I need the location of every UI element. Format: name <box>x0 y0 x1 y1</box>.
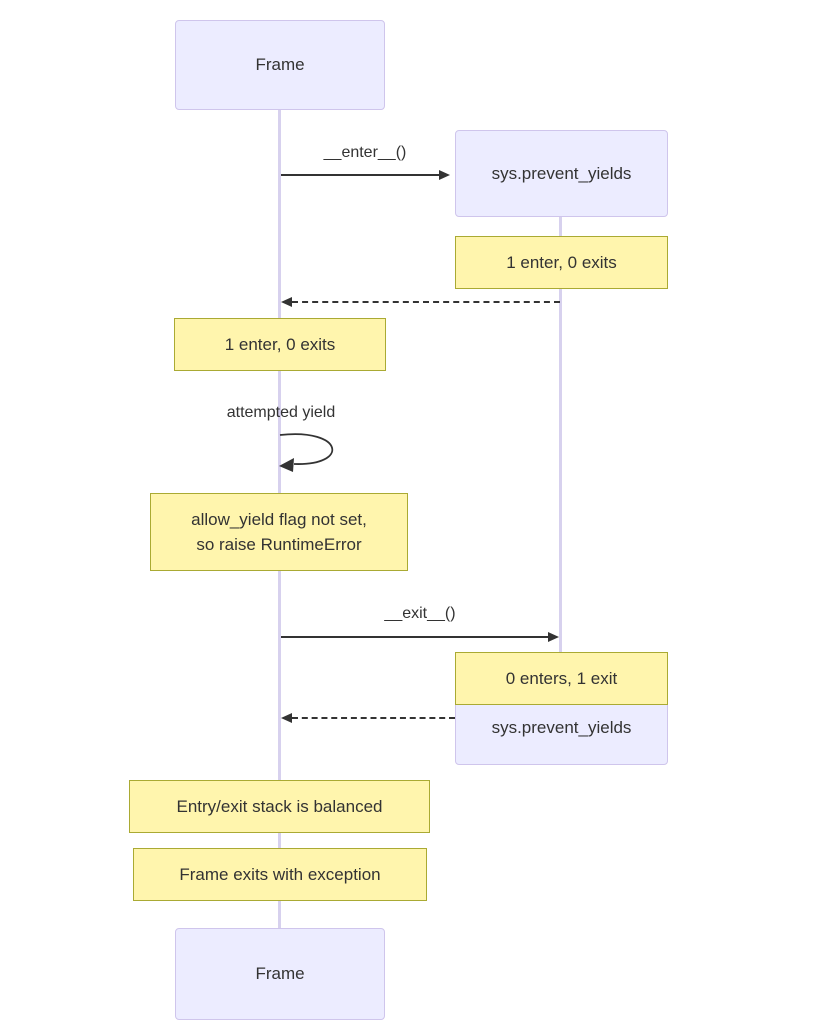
actor-frame-bottom-label: Frame <box>255 964 305 983</box>
message-enter-label: __enter__() <box>323 144 407 161</box>
actor-sys-top-label: sys.prevent_yields <box>491 163 632 183</box>
actor-frame-bottom: Frame <box>175 928 385 1020</box>
return-enter-arrowhead <box>281 297 292 307</box>
message-self-loop-arrow <box>279 433 334 472</box>
note-yield-error-line2: so raise RuntimeError <box>196 535 362 554</box>
message-exit-label: __exit__() <box>384 605 456 622</box>
note-yield-error-line1: allow_yield flag not set, <box>191 510 367 529</box>
actor-frame-top-label: Frame <box>255 55 305 74</box>
note-sys-after-exit: 0 enters, 1 exit <box>455 652 668 705</box>
return-enter-arrow-line <box>292 301 560 303</box>
return-exit-arrowhead <box>281 713 292 723</box>
note-sys-after-enter-text: 1 enter, 0 exits <box>506 253 617 272</box>
note-frame-exception: Frame exits with exception <box>133 848 427 901</box>
message-self-loop-label: attempted yield <box>226 404 336 421</box>
actor-sys-bottom-label: sys.prevent_yields <box>491 717 632 737</box>
return-exit-arrow-line <box>292 717 455 719</box>
note-stack-balanced: Entry/exit stack is balanced <box>129 780 430 833</box>
note-frame-exception-text: Frame exits with exception <box>179 865 381 884</box>
actor-frame-top: Frame <box>175 20 385 110</box>
note-sys-after-enter: 1 enter, 0 exits <box>455 236 668 289</box>
actor-sys-prevent-yields-top: sys.prevent_yields <box>455 130 668 217</box>
message-enter-arrowhead <box>439 170 450 180</box>
note-frame-after-enter: 1 enter, 0 exits <box>174 318 386 371</box>
note-yield-error: allow_yield flag not set, so raise Runti… <box>150 493 408 571</box>
self-loop-curve <box>279 433 334 465</box>
note-sys-after-exit-text: 0 enters, 1 exit <box>505 669 618 688</box>
message-exit-arrowhead <box>548 632 559 642</box>
self-loop-arrowhead <box>279 458 294 472</box>
note-frame-after-enter-text: 1 enter, 0 exits <box>224 335 336 354</box>
message-exit-arrow-line <box>281 636 549 638</box>
message-enter-arrow-line <box>281 174 440 176</box>
note-stack-balanced-text: Entry/exit stack is balanced <box>176 797 383 816</box>
lifeline-sys-prevent-yields <box>559 217 562 690</box>
